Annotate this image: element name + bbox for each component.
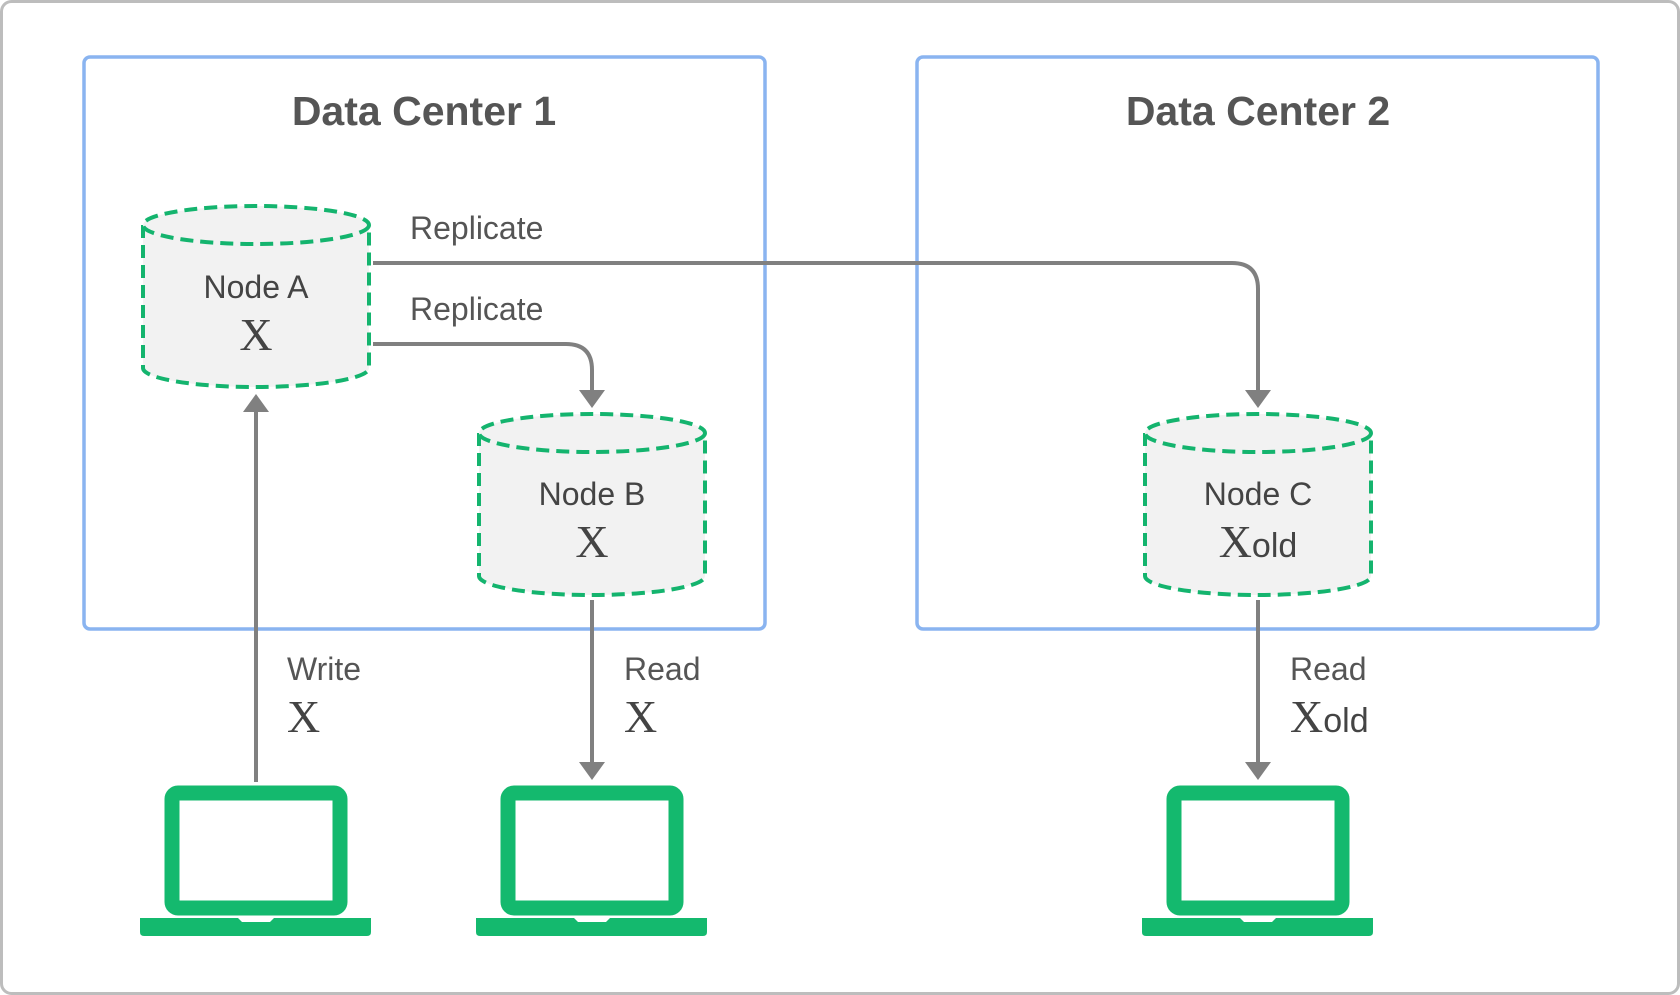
database-cylinder-icon — [141, 225, 371, 389]
node-b-value: X — [575, 516, 608, 567]
replicate-arrow-to-node-c — [373, 261, 1260, 392]
node-b-top — [477, 412, 707, 454]
arrowhead-node-c — [1245, 390, 1271, 408]
laptop-base — [476, 918, 707, 936]
database-cylinder-icon — [1143, 433, 1373, 597]
read-b-label: Read — [624, 651, 701, 687]
node-b-label: Node B — [539, 476, 646, 512]
arrowhead-node-b — [579, 390, 605, 408]
laptop-icon — [1166, 785, 1350, 916]
database-cylinder-icon — [477, 433, 707, 597]
replication-arrows: Replicate Replicate — [373, 210, 1271, 408]
node-c-value: Xold — [1219, 516, 1298, 567]
node-a-top — [141, 204, 371, 246]
data-center-2-title: Data Center 2 — [1126, 88, 1390, 134]
client-labels: Write X Read X Read Xold — [287, 651, 1369, 742]
replicate-label-bottom: Replicate — [410, 291, 543, 327]
laptop-icon — [500, 785, 684, 916]
node-a: Node A X — [141, 204, 371, 389]
laptop-icon — [164, 785, 348, 916]
arrowhead-write — [243, 394, 269, 412]
read-b-value: X — [624, 691, 657, 742]
read-c-label: Read — [1290, 651, 1367, 687]
read-c-value: Xold — [1290, 691, 1369, 742]
client-arrows — [243, 394, 1271, 782]
laptop-base — [1142, 918, 1373, 936]
arrowhead-read-b — [579, 762, 605, 780]
write-value: X — [287, 691, 320, 742]
client-laptop-read-c — [1142, 785, 1373, 936]
node-c: Node C Xold — [1143, 412, 1373, 597]
node-b: Node B X — [477, 412, 707, 597]
write-label: Write — [287, 651, 361, 687]
data-center-1-box — [82, 55, 767, 631]
replicate-label-top: Replicate — [410, 210, 543, 246]
client-laptop-write — [140, 785, 371, 936]
node-c-label: Node C — [1204, 476, 1313, 512]
node-a-label: Node A — [204, 269, 310, 305]
node-c-top — [1143, 412, 1373, 454]
data-center-1-title: Data Center 1 — [292, 88, 556, 134]
arrowhead-read-c — [1245, 762, 1271, 780]
data-center-1: Data Center 1 — [82, 55, 767, 631]
replicate-arrow-to-node-b — [373, 342, 594, 392]
laptop-base — [140, 918, 371, 936]
client-laptop-read-b — [476, 785, 707, 936]
node-a-value: X — [239, 309, 272, 360]
